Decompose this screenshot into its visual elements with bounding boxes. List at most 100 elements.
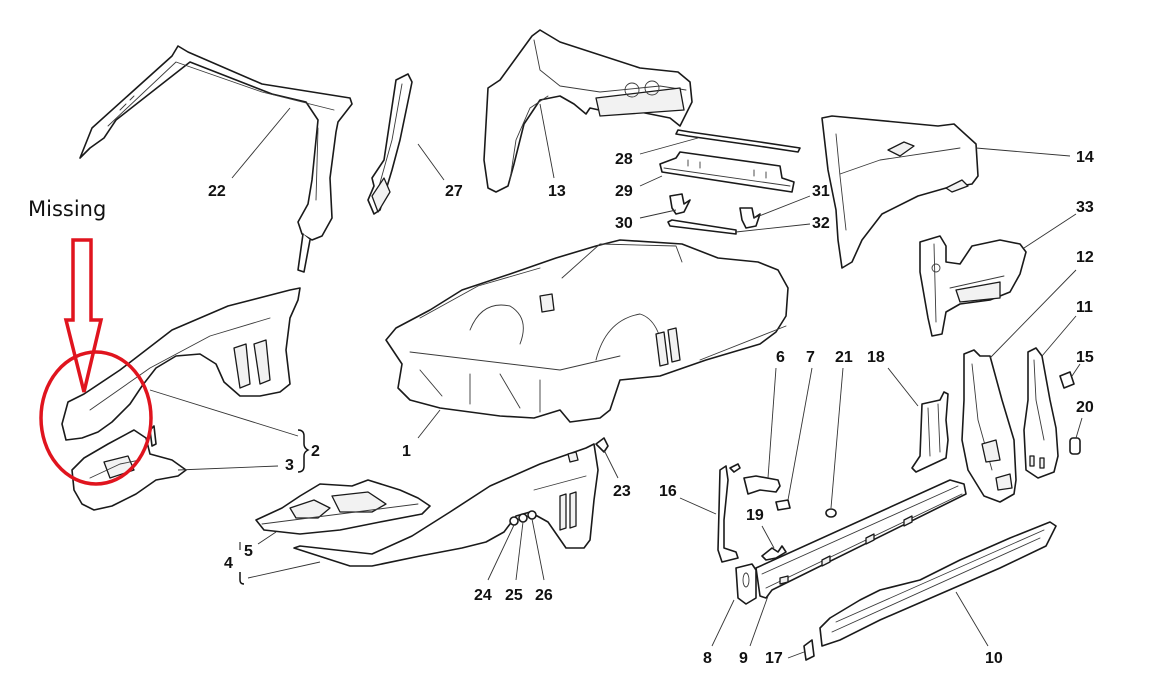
leader-25 [515, 521, 524, 581]
leader-31 [753, 195, 811, 219]
leader-9 [749, 595, 769, 647]
leader-22 [231, 107, 291, 179]
callout-15: 15 [1076, 349, 1094, 366]
callout-11: 11 [1076, 299, 1093, 316]
callout-19: 19 [746, 507, 764, 524]
leader-18 [887, 367, 919, 407]
leader-4 [247, 561, 321, 579]
part-5-bonnet-inner[interactable] [255, 479, 431, 535]
callout-29: 29 [615, 183, 633, 200]
leader-29 [639, 175, 663, 187]
callout-32: 32 [812, 215, 830, 232]
leader-26 [531, 518, 545, 581]
leader-8 [711, 599, 735, 647]
leader-10 [955, 591, 989, 647]
leader-lines [149, 103, 1083, 659]
brace-2-3 [297, 429, 310, 473]
part-28-seal-strip[interactable] [675, 129, 801, 153]
part-12-rear-pillar-inner[interactable] [961, 349, 1017, 503]
part-19-clip-bracket[interactable] [761, 545, 787, 561]
leader-3 [177, 465, 279, 471]
leader-2 [149, 389, 299, 437]
callout-8: 8 [703, 650, 712, 667]
callout-6: 6 [776, 349, 785, 366]
brace-4-5-bottom [239, 572, 245, 585]
leader-21 [830, 367, 844, 509]
leader-27 [417, 143, 445, 181]
missing-label: Missing [28, 197, 106, 221]
leader-32 [735, 223, 811, 233]
callout-5: 5 [244, 543, 253, 560]
part-21-plug[interactable] [825, 508, 837, 518]
leader-5 [257, 531, 277, 545]
callout-33: 33 [1076, 199, 1094, 216]
callout-16: 16 [659, 483, 677, 500]
callout-20: 20 [1076, 399, 1094, 416]
callout-31: 31 [812, 183, 830, 200]
part-7-small-bracket[interactable] [775, 499, 791, 511]
callout-21: 21 [835, 349, 853, 366]
part-13-rear-quarter-assembly[interactable] [483, 29, 693, 193]
down-arrow-icon [63, 238, 104, 393]
part-26-plug[interactable] [527, 510, 537, 520]
part-33-rear-inner-wheelhouse[interactable] [919, 235, 1027, 337]
callout-26: 26 [535, 587, 553, 604]
callout-17: 17 [765, 650, 783, 667]
part-27-a-pillar-trim[interactable] [367, 73, 413, 215]
part-3-fender-inner-bracket[interactable] [71, 425, 187, 511]
callout-28: 28 [615, 151, 633, 168]
part-15-clip[interactable] [1059, 371, 1075, 389]
leader-14 [975, 147, 1071, 157]
callout-24: 24 [474, 587, 492, 604]
part-4-bonnet-outer[interactable] [293, 443, 599, 567]
leader-11 [1041, 315, 1077, 357]
callout-10: 10 [985, 650, 1003, 667]
missing-annotation: Missing [28, 197, 153, 486]
part-31-bracket-right[interactable] [739, 207, 761, 229]
part-25-plug[interactable] [518, 513, 528, 523]
part-20-grommet[interactable] [1069, 437, 1081, 455]
part-2-front-fender[interactable] [61, 287, 301, 441]
part-22-windscreen-frame[interactable] [79, 45, 353, 273]
part-10-outer-sill[interactable] [819, 521, 1057, 647]
leader-28 [639, 137, 699, 155]
part-1-body-shell[interactable] [385, 239, 789, 423]
leader-7 [787, 367, 813, 501]
callout-13: 13 [548, 183, 566, 200]
part-11-rear-pillar-outer[interactable] [1023, 347, 1059, 479]
leader-1 [417, 409, 441, 439]
callout-7: 7 [806, 349, 815, 366]
callout-30: 30 [615, 215, 633, 232]
part-24-plug[interactable] [509, 516, 519, 526]
part-9-inner-sill[interactable] [755, 479, 967, 599]
highlight-circle-icon [39, 350, 153, 486]
part-8-sill-end-plate[interactable] [735, 563, 757, 605]
leader-20 [1075, 417, 1083, 439]
part-29-rear-cross-member[interactable] [659, 151, 795, 193]
leader-19 [761, 525, 775, 549]
part-18-b-pillar-reinforcement[interactable] [911, 391, 949, 473]
leader-12 [989, 269, 1077, 359]
leader-24 [487, 524, 515, 581]
callout-4: 4 [224, 555, 233, 572]
leader-16 [679, 497, 717, 515]
callout-25: 25 [505, 587, 523, 604]
part-30-bracket-left[interactable] [669, 193, 691, 215]
callout-27: 27 [445, 183, 463, 200]
leader-15 [1071, 363, 1081, 377]
part-32-strip[interactable] [667, 219, 737, 235]
leader-30 [639, 209, 677, 219]
callout-18: 18 [867, 349, 885, 366]
callout-1: 1 [402, 443, 411, 460]
part-17-sill-end-cap[interactable] [803, 639, 815, 661]
part-6-hinge-bracket[interactable] [743, 475, 781, 495]
part-14-rear-quarter-panel[interactable] [821, 115, 979, 269]
leader-6 [767, 367, 777, 479]
callout-2: 2 [311, 443, 320, 460]
callout-labels: 22 27 13 28 29 30 31 32 14 33 12 11 15 2… [208, 149, 1094, 667]
part-16-door-pillar-bracket[interactable] [717, 463, 741, 563]
part-23-fuel-flap[interactable] [595, 437, 609, 453]
leader-23 [603, 449, 619, 479]
callout-14: 14 [1076, 149, 1094, 166]
